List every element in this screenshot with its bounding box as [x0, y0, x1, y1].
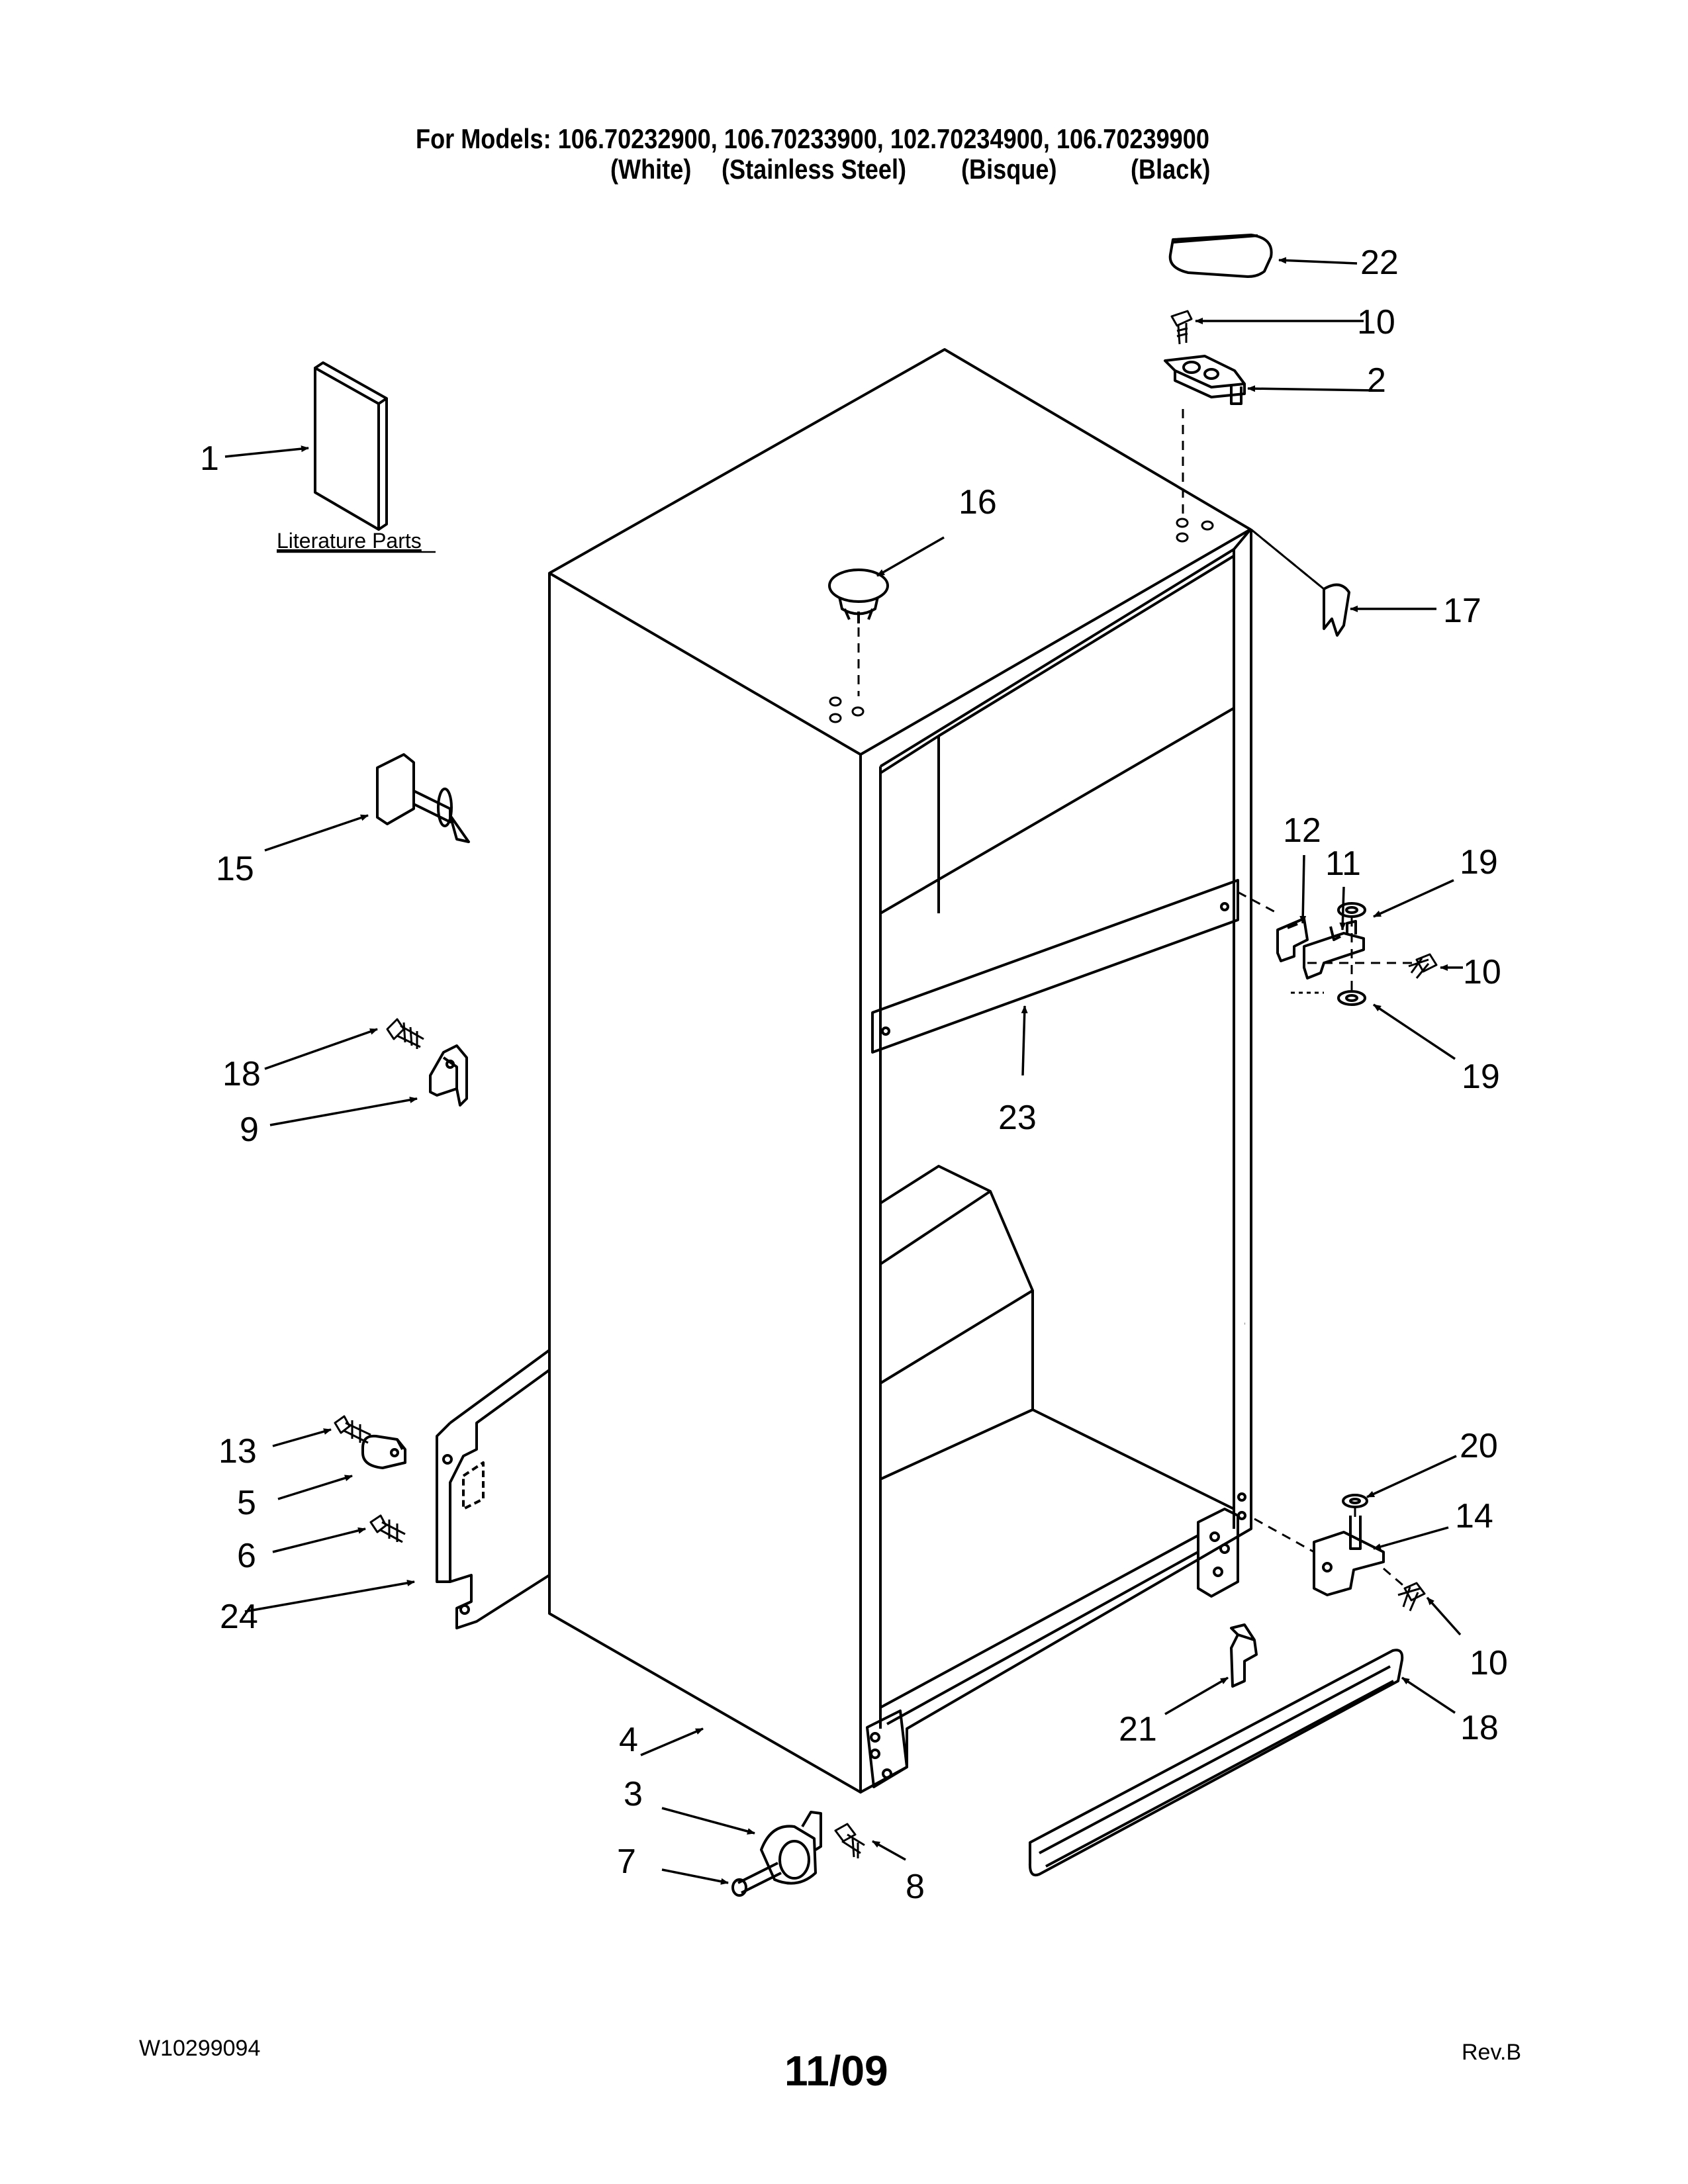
callout-22: 22 [1360, 244, 1399, 282]
cabinet-hinge-plate [1197, 1492, 1246, 1598]
color-bisque: (Bisque) [961, 154, 1057, 185]
callout-2: 2 [1367, 361, 1386, 400]
part-17-leader [1250, 528, 1325, 590]
callout-21: 21 [1119, 1710, 1157, 1749]
part-8-screw [834, 1823, 865, 1858]
part-19-washer-lower [1337, 990, 1366, 1006]
part-11-center-hinge [1303, 920, 1365, 979]
callout-17: 17 [1443, 592, 1481, 630]
color-white: (White) [610, 154, 692, 185]
color-stainless-steel: (Stainless Steel) [722, 154, 907, 185]
part-9-bracket [429, 1044, 468, 1107]
callout-5: 5 [237, 1484, 256, 1522]
callout-10-bottom: 10 [1470, 1644, 1508, 1682]
part-23-cross-rail [871, 879, 1239, 1054]
cabinet-leveler-plate [866, 1709, 908, 1788]
callout-19-upper: 19 [1460, 843, 1498, 882]
callout-7: 7 [617, 1843, 636, 1881]
callout-13: 13 [218, 1432, 257, 1471]
callout-10-top: 10 [1357, 303, 1395, 341]
part-2-top-hinge [1164, 355, 1246, 405]
callout-8: 8 [906, 1868, 925, 1906]
part-16-plug [828, 569, 889, 623]
callout-15: 15 [216, 850, 254, 888]
callout-14: 14 [1455, 1497, 1493, 1535]
callout-3: 3 [624, 1775, 643, 1813]
callout-arrows [224, 257, 1463, 1885]
part-24-bracket-plate [436, 1349, 551, 1629]
callout-19-lower: 19 [1462, 1058, 1500, 1096]
part-1-literature [314, 361, 388, 531]
literature-parts-label: Literature Parts [277, 529, 422, 553]
callout-16: 16 [959, 483, 997, 522]
part-3-roller [760, 1811, 822, 1885]
callout-18-grille: 18 [1460, 1709, 1499, 1747]
part-22-hinge-cover [1168, 234, 1273, 278]
part-13-screw [334, 1415, 371, 1444]
part-15-pin [376, 753, 470, 843]
part-21-clip [1230, 1623, 1258, 1688]
callout-23: 23 [998, 1099, 1037, 1137]
part-14-bottom-hinge [1313, 1516, 1385, 1596]
part-19-washer-upper [1337, 902, 1366, 918]
callout-24: 24 [220, 1598, 258, 1636]
assembly-lines [857, 409, 1417, 1590]
part-18-screw-upper [386, 1018, 424, 1049]
part-5-clamp [361, 1434, 406, 1469]
callout-6: 6 [237, 1537, 256, 1575]
callout-1: 1 [200, 439, 219, 478]
part-20-washer [1342, 1494, 1368, 1508]
callout-9: 9 [240, 1111, 259, 1149]
part-10-top-screw [1170, 310, 1193, 345]
part-18-toe-grille [1028, 1649, 1404, 1877]
callout-20: 20 [1460, 1427, 1498, 1465]
part-10-center-screw [1408, 953, 1438, 979]
color-black: (Black) [1131, 154, 1211, 185]
callout-4: 4 [619, 1721, 638, 1759]
revision: Rev.B [1462, 2040, 1522, 2065]
issue-date: 11/09 [784, 2047, 888, 2095]
part-10-bottom-screw [1397, 1582, 1426, 1612]
callout-18-upper: 18 [222, 1055, 261, 1093]
part-7-pin [731, 1862, 782, 1897]
models-line: For Models: 106.70232900, 106.70233900, … [416, 123, 1209, 154]
callout-10-center: 10 [1463, 953, 1501, 991]
part-17-clip [1323, 583, 1350, 637]
callout-11: 11 [1325, 844, 1361, 883]
callout-12: 12 [1283, 811, 1321, 850]
part-6-screw [369, 1514, 406, 1543]
top-holes [829, 518, 1214, 723]
document-number: W10299094 [139, 2036, 261, 2061]
refrigerator-cabinet [548, 348, 1252, 1794]
